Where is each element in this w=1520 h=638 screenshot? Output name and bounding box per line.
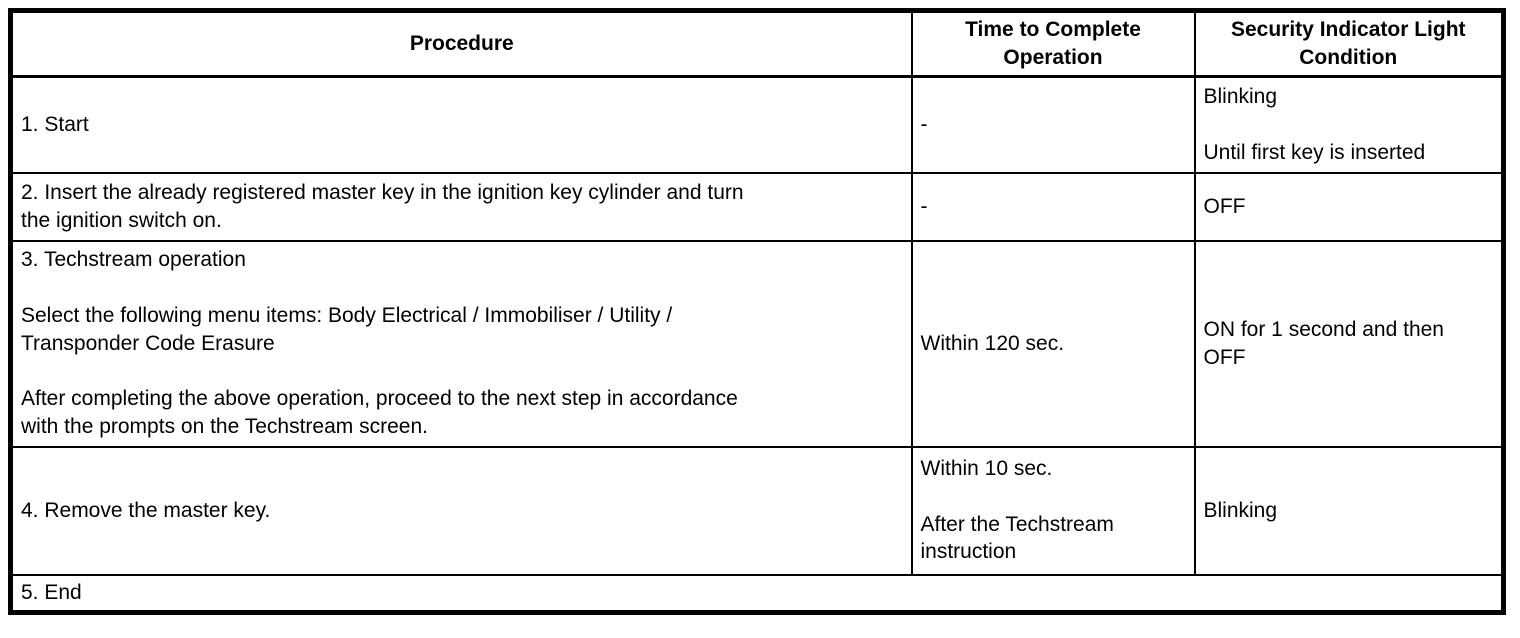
time-cell: Within 10 sec. After the Techstream inst… (910, 445, 1196, 576)
header-row: Procedure Time to Complete Operation Sec… (9, 9, 1505, 78)
column-header-light: Security Indicator Light Condition (1193, 9, 1505, 78)
light-cell: OFF (1193, 171, 1505, 242)
procedure-cell: 4. Remove the master key. (9, 445, 913, 576)
time-cell: - (910, 171, 1196, 242)
table-row-techstream-operation: 3. Techstream operation Select the follo… (9, 239, 1505, 448)
table-row-start: 1. Start - Blinking Until first key is i… (9, 75, 1505, 174)
light-cell: ON for 1 second and then OFF (1193, 239, 1505, 448)
procedure-cell: 5. End (9, 573, 1505, 614)
procedure-cell: 3. Techstream operation Select the follo… (9, 239, 913, 448)
time-cell: Within 120 sec. (910, 239, 1196, 448)
light-cell: Blinking Until first key is inserted (1193, 75, 1505, 174)
table-row-end: 5. End (9, 573, 1505, 614)
column-header-time: Time to Complete Operation (910, 9, 1196, 78)
table-row-insert-key: 2. Insert the already registered master … (9, 171, 1505, 242)
table-header: Procedure Time to Complete Operation Sec… (9, 9, 1505, 78)
table-row-remove-key: 4. Remove the master key. Within 10 sec.… (9, 445, 1505, 576)
procedure-cell: 2. Insert the already registered master … (9, 171, 913, 242)
table-body: 1. Start - Blinking Until first key is i… (9, 75, 1505, 614)
document-page: Procedure Time to Complete Operation Sec… (8, 8, 1506, 615)
light-cell: Blinking (1193, 445, 1505, 576)
time-cell: - (910, 75, 1196, 174)
procedure-table: Procedure Time to Complete Operation Sec… (8, 8, 1506, 615)
column-header-procedure: Procedure (9, 9, 913, 78)
procedure-cell: 1. Start (9, 75, 913, 174)
